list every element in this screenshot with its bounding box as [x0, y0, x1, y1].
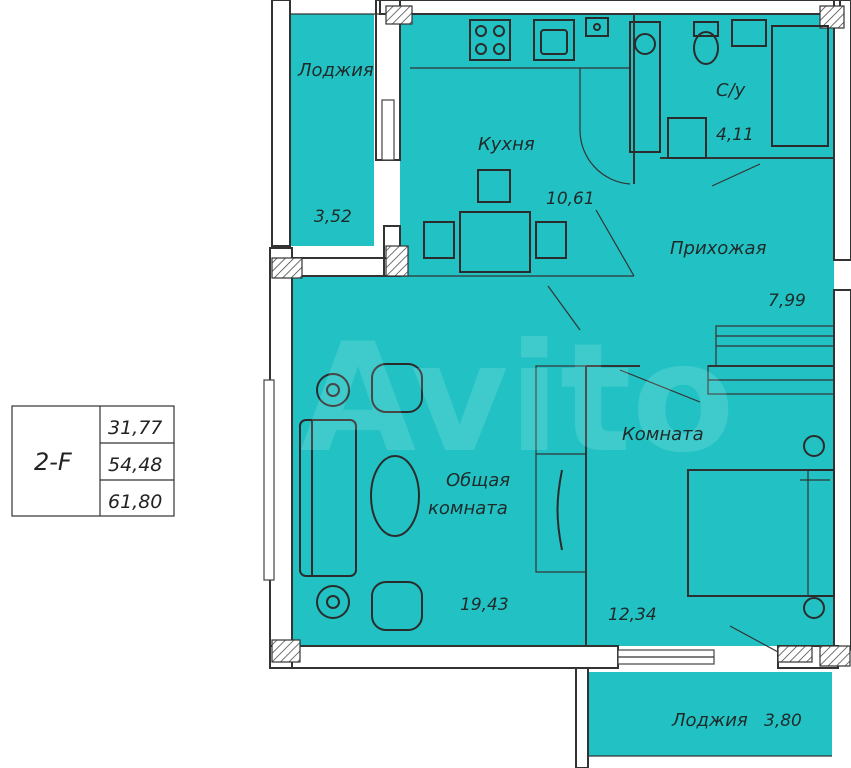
- hallway-area-label: 7,99: [768, 291, 806, 311]
- room-labels: Лоджия 3,52 Кухня 10,61 С/у 4,11 Прихожа…: [297, 60, 806, 731]
- walls: [263, 0, 851, 768]
- bedroom-label: Комната: [622, 424, 704, 445]
- bedroom-area: [586, 366, 834, 646]
- sofa-icon: [299, 419, 357, 577]
- bathtub-icon: [771, 25, 829, 147]
- loggia-bottom-label: Лоджия: [671, 710, 748, 731]
- loggia-left-area-label: 3,52: [314, 207, 352, 227]
- apartment-type-code: 2-F: [34, 448, 73, 476]
- armchair-icon: [371, 363, 423, 413]
- kitchen-furniture: [410, 17, 635, 277]
- hallway-area: [586, 184, 834, 366]
- living-room-label-line2: комната: [428, 498, 508, 519]
- armchair-icon: [371, 581, 423, 631]
- loggia-bottom-area-label: 3,80: [764, 711, 802, 731]
- total-with-loggia-value: 61,80: [108, 491, 162, 513]
- stove-icon: [469, 19, 511, 61]
- living-area-value: 31,77: [108, 417, 162, 439]
- bedroom-area-label: 12,34: [608, 605, 657, 625]
- outlet-icon: [585, 17, 609, 37]
- kitchen-sink-icon: [533, 19, 575, 61]
- living-room-area: [292, 276, 586, 646]
- bedroom-furniture: [619, 369, 835, 653]
- tv-stand-icon: [556, 469, 563, 551]
- kitchen-label: Кухня: [478, 134, 535, 155]
- toilet-icon: [693, 31, 719, 65]
- bathroom-area-label: 4,11: [716, 125, 754, 145]
- watermark: Avito: [300, 312, 735, 486]
- loggia-bottom-area: [588, 672, 832, 756]
- kitchen-area: [400, 14, 634, 276]
- apartment-legend: 2-F 31,77 54,48 61,80: [11, 405, 175, 517]
- dining-table-icon: [459, 211, 531, 273]
- loggia-left-label: Лоджия: [297, 60, 374, 81]
- loggia-left-area: [290, 14, 374, 246]
- total-area-value: 54,48: [108, 454, 162, 476]
- nightstand-lamp-icon: [803, 597, 825, 619]
- lamp-icon: [316, 585, 350, 619]
- lamp-icon: [316, 373, 350, 407]
- living-room-label-line1: Общая: [446, 470, 510, 491]
- nightstand-lamp-icon: [803, 435, 825, 457]
- bathroom-fixtures: [629, 19, 829, 187]
- washing-machine-icon: [634, 33, 656, 55]
- kitchen-area-label: 10,61: [546, 189, 595, 209]
- living-room-area-label: 19,43: [460, 595, 509, 615]
- living-room-furniture: [299, 285, 581, 631]
- bathroom-sink-icon: [731, 19, 767, 47]
- hallway-label: Прихожая: [670, 238, 767, 259]
- kitchen-door-swing: [579, 68, 631, 185]
- bathroom-label: С/у: [716, 80, 746, 101]
- coffee-table-icon: [370, 455, 420, 537]
